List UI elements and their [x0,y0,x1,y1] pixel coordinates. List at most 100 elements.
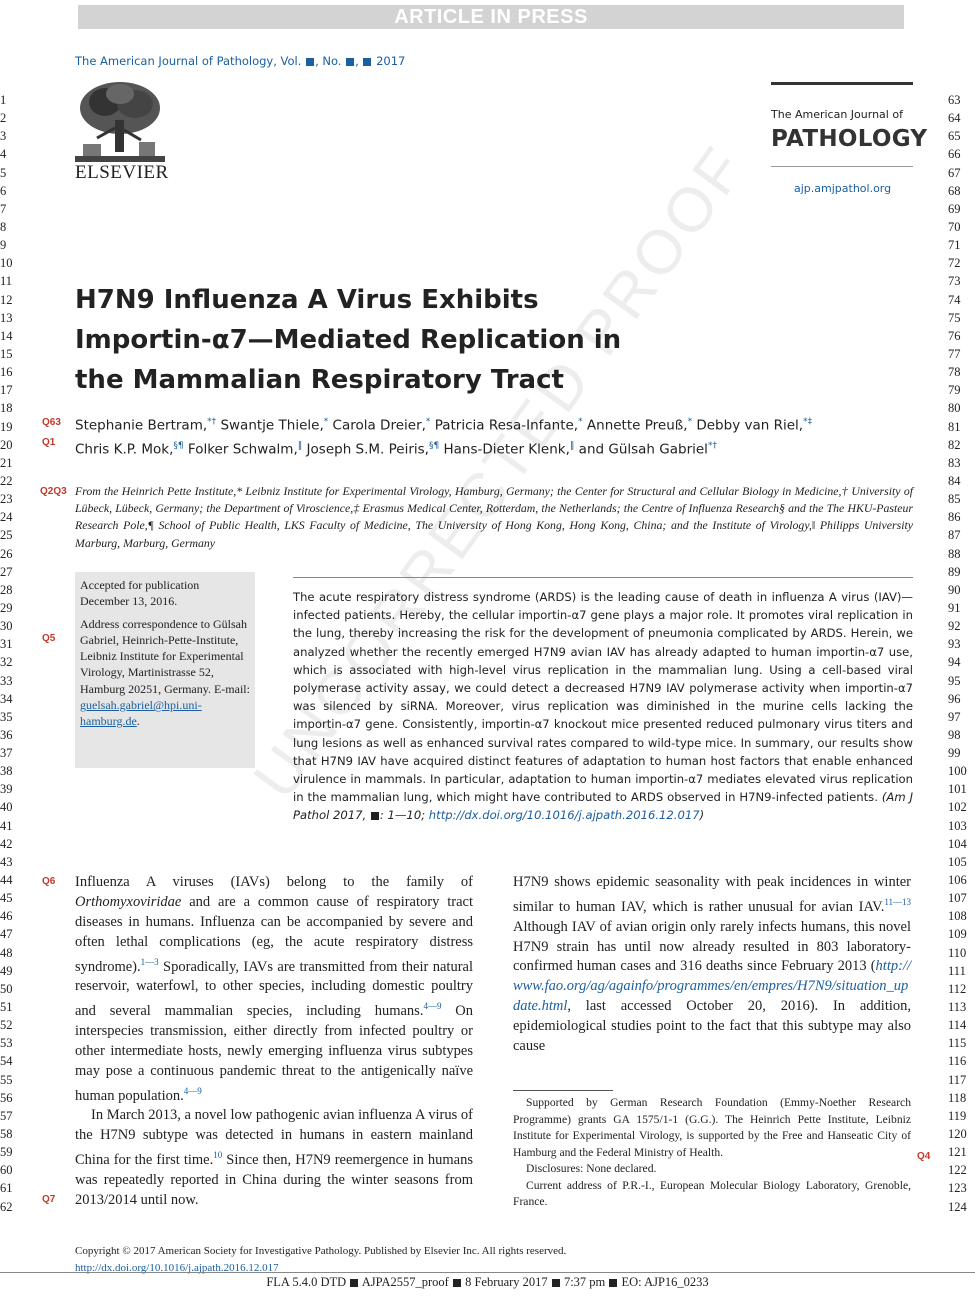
journal-issue-label: , No. [315,54,342,68]
line-number: 4 [0,147,7,162]
line-number: 19 [0,419,13,434]
query-marker: Q63 [42,417,61,428]
line-number: 36 [0,727,13,742]
line-number: 63 [948,93,961,107]
body-paragraph: Influenza A viruses (IAVs) belong to the… [75,874,473,1104]
line-number: 56 [0,1090,13,1105]
line-number: 71 [948,238,961,253]
line-number: 27 [0,564,13,579]
line-number: 107 [948,891,967,906]
line-number: 85 [948,492,961,507]
correspondence-email-link[interactable]: guelsah.gabriel@hpi.uni-hamburg.de [80,698,202,729]
reference-link[interactable]: 1—3 [140,956,159,967]
line-number: 43 [0,854,13,869]
body-paragraph: H7N9 shows epidemic seasonality with pea… [513,874,911,1055]
query-marker: Q4 [917,1151,931,1162]
title-line-2: Importin-α7—Mediated Replication in [75,325,622,355]
abstract-citation: (Am J Pathol 2017, : 1—10; http://dx.doi… [293,790,913,823]
line-number: 77 [948,346,961,361]
reference-link[interactable]: 4—9 [423,1001,442,1012]
copyright-doi-link[interactable]: http://dx.doi.org/10.1016/j.ajpath.2016.… [75,1261,279,1274]
line-number: 58 [0,1127,13,1142]
line-number: 8 [0,219,7,234]
copyright-line: Copyright © 2017 American Society for In… [75,1245,567,1257]
line-number: 28 [0,582,13,597]
line-number: 38 [0,764,13,779]
accepted-date: December 13, 2016. [80,594,178,609]
line-number: 80 [948,401,961,416]
fao-situation-link[interactable]: http://www.fao.org/ag/againfo/programmes… [513,958,911,1015]
journal-sep: , [355,54,359,68]
line-number: 26 [0,546,13,561]
journal-volume-label: The American Journal of Pathology, Vol. [75,54,302,68]
line-number: 122 [948,1163,967,1178]
author-line-2: Chris K.P. Mok,§¶ Folker Schwalm,‖ Josep… [75,440,717,458]
publisher-name: ELSEVIER [75,162,169,183]
affiliations: From the Heinrich Pette Institute,* Leib… [75,484,913,550]
line-number: 32 [0,655,13,670]
line-number: 45 [0,891,13,906]
line-number: 74 [948,292,961,307]
correspondence-block: Address correspondence to Gülsah Gabriel… [80,616,250,729]
author-line-1: Stephanie Bertram,*† Swantje Thiele,* Ca… [75,417,813,434]
line-number: 54 [0,1054,13,1069]
line-number: 47 [0,927,13,942]
article-in-press-banner: ARTICLE IN PRESS [78,5,904,29]
line-number: 31 [0,637,13,652]
brand-rule [771,82,913,85]
line-number: 15 [0,346,13,361]
line-number: 34 [0,691,13,706]
line-number: 103 [948,818,967,833]
line-number: 114 [948,1018,967,1033]
line-number: 21 [0,455,13,470]
line-number: 9 [0,238,7,253]
reference-link[interactable]: 11—13 [884,896,911,907]
line-number: 90 [948,582,961,597]
line-number: 82 [948,437,961,452]
abstract-doi-link[interactable]: http://dx.doi.org/10.1016/j.ajpath.2016.… [428,808,700,823]
line-number: 1 [0,93,7,107]
line-number: 123 [948,1181,967,1196]
line-number: 118 [948,1090,967,1105]
line-number: 101 [948,782,967,797]
line-number: 106 [948,873,967,888]
abstract-text: The acute respiratory distress syndrome … [293,590,913,805]
reference-link[interactable]: 4—9 [183,1085,202,1096]
line-number: 89 [948,564,961,579]
line-number: 3 [0,129,7,144]
line-number: 22 [0,473,13,488]
query-marker: Q6 [42,876,56,887]
line-number: 51 [0,1000,13,1015]
separator-square-icon [452,1279,461,1288]
line-number: 76 [948,328,961,343]
journal-year: 2017 [376,54,406,68]
journal-citation-line: The American Journal of Pathology, Vol. … [75,54,405,68]
line-number: 39 [0,782,13,797]
line-number: 20 [0,437,13,452]
line-number: 29 [0,600,13,615]
line-number: 121 [948,1145,967,1160]
bottom-rule [0,1272,975,1273]
line-number: 10 [0,256,13,271]
placeholder-square-icon [363,57,372,66]
line-number: 111 [948,963,966,978]
line-number: 37 [0,746,13,761]
line-number: 11 [0,274,13,289]
line-number: 79 [948,383,961,398]
journal-website-link[interactable]: ajp.amjpathol.org [794,182,892,195]
article-info-box [75,572,255,768]
line-number: 14 [0,328,13,343]
line-number: 6 [0,183,7,198]
copyright-block: Copyright © 2017 American Society for In… [75,1243,566,1276]
line-number: 40 [0,800,13,815]
line-number: 67 [948,165,961,180]
line-number: 96 [948,691,961,706]
line-number: 86 [948,510,961,525]
journal-brand-title: PATHOLOGY [771,126,928,152]
line-number: 49 [0,963,13,978]
line-number: 68 [948,183,961,198]
reference-link[interactable]: 10 [213,1150,223,1161]
query-marker: Q1 [42,437,56,448]
line-number: 52 [0,1018,13,1033]
